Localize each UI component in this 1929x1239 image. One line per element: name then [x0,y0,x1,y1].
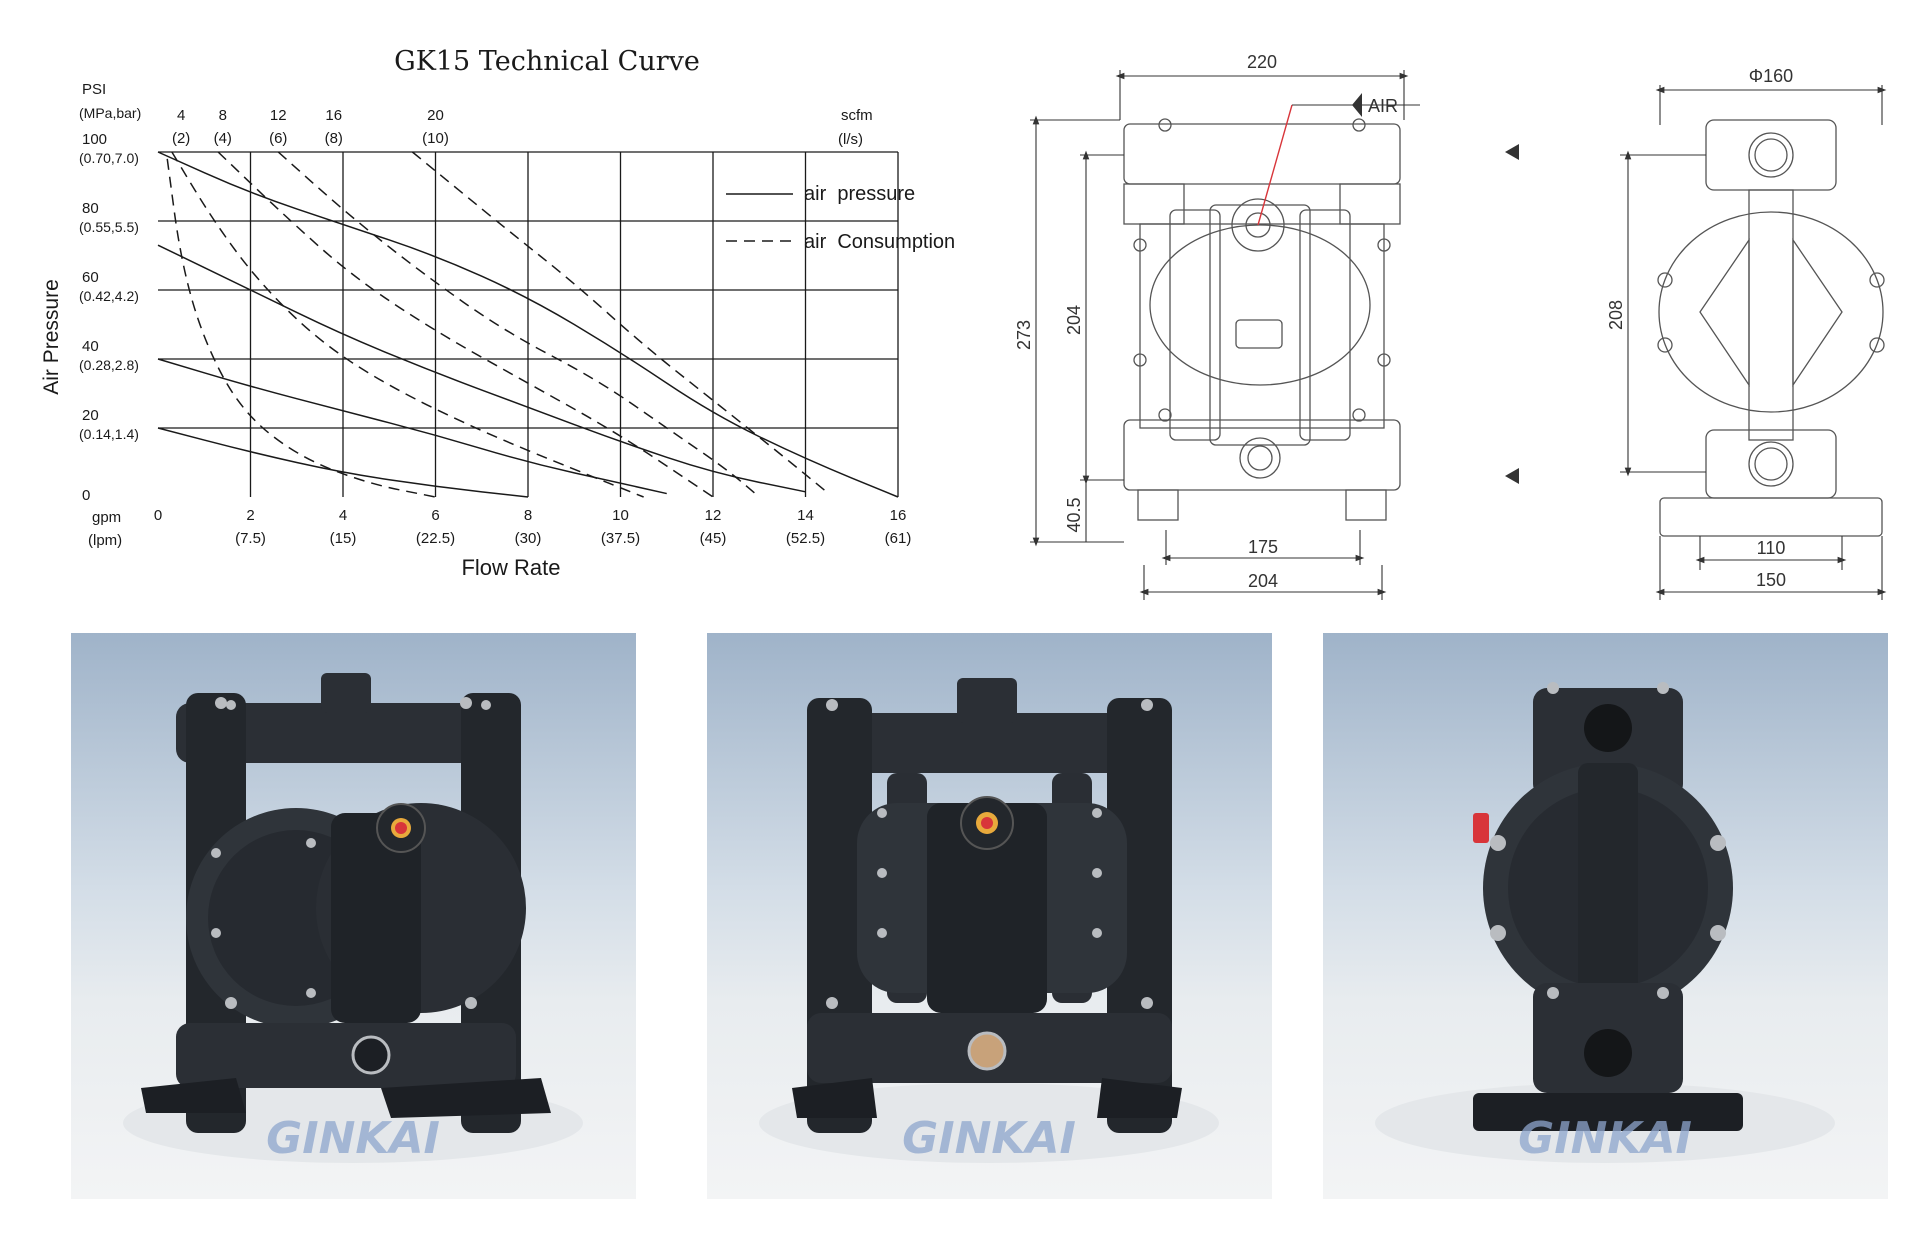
brand-watermark: GINKAI [266,1113,440,1164]
air-label: AIR [1368,96,1398,116]
x-tick-label: 12 [705,507,722,524]
air-consumption-curve [171,151,644,498]
top-tick-label: 12 [270,107,287,124]
x-tick-label: 4 [339,507,347,524]
y-axis-label: Air Pressure [40,279,63,395]
air-inlet-icon [1352,93,1362,117]
air-consumption-curve [411,151,830,495]
top-tick-label: 8 [219,107,227,124]
y-tick-label: 40 [82,338,99,355]
top-tick-sublabel: (8) [325,130,343,147]
x-tick-sublabel: (15) [330,530,357,547]
x-tick-label: 2 [246,507,254,524]
top-tick-sublabel: (2) [172,130,190,147]
dim-inner-height: 204 [1064,305,1084,335]
chart-series [157,151,899,498]
air-pressure-curve [157,151,899,498]
chart-legend: air pressure air Consumption [726,183,955,253]
front-view [1123,118,1401,521]
y-tick-sublabel: (0.70,7.0) [79,150,139,166]
top-tick-label: 20 [427,107,444,124]
legend-air-consumption: air Consumption [804,231,955,253]
dim-side-base-outer: 150 [1756,570,1786,590]
y-unit-sub: (MPa,bar) [79,105,141,121]
product-photo-front: GINKAI [707,633,1272,1199]
dim-foot-height: 40.5 [1064,497,1084,532]
dim-side-diameter: Φ160 [1749,66,1793,86]
x-unit-sub: (lpm) [88,532,122,549]
chart-grid [158,151,899,497]
pump-side [1473,682,1743,1131]
x-tick-label: 8 [524,507,532,524]
y-tick-labels: 0 20 (0.14,1.4) 40 (0.28,2.8) 60 (0.42,4.2) 80 (… [79,131,139,504]
air-consumption-curve [217,151,714,498]
air-pressure-curve [157,427,529,498]
pump-front [792,678,1182,1133]
technical-drawing: 220 273 204 40.5 175 204 AIR Φ160 208 11… [1014,52,1887,600]
brand-watermark: GINKAI [902,1113,1076,1164]
x-tick-sublabel: (7.5) [235,530,266,547]
chart-title: GK15 Technical Curve [394,46,700,77]
x-tick-sublabel: (52.5) [786,530,825,547]
x-tick-label: 16 [890,507,907,524]
top-tick-label: 4 [177,107,185,124]
top-tick-sublabel: (10) [422,130,449,147]
x-tick-label: 14 [797,507,814,524]
x-tick-labels: 0 2 (7.5) 4 (15) 6 (22.5) 8 (30) 10 (37.5) 12 (45) 14… [154,507,912,547]
brand-watermark: GINKAI [1518,1113,1692,1164]
y-tick-label: 20 [82,407,99,424]
x-tick-sublabel: (22.5) [416,530,455,547]
y-unit-top: PSI [82,81,106,98]
x-tick-sublabel: (30) [515,530,542,547]
top-unit-sub: (l/s) [838,131,863,148]
top-unit: scfm [841,107,873,124]
technical-curve-chart: GK15 Technical Curve PSI (MPa,bar) scfm … [40,46,955,580]
dim-side-base-inner: 110 [1757,538,1786,558]
top-tick-labels: 4 (2) 8 (4) 12 (6) 16 (8) 20 (10) [172,107,449,147]
y-tick-sublabel: (0.28,2.8) [79,357,139,373]
x-tick-label: 0 [154,507,162,524]
y-tick-label: 100 [82,131,107,148]
y-tick-label: 60 [82,269,99,286]
pump-angled [141,673,551,1133]
air-pressure-curve [157,358,667,495]
x-tick-sublabel: (45) [700,530,727,547]
dim-top-width: 220 [1247,52,1277,72]
top-tick-sublabel: (6) [269,130,287,147]
y-tick-sublabel: (0.14,1.4) [79,426,139,442]
dim-base-inner: 175 [1248,537,1278,557]
y-tick-label: 0 [82,487,90,504]
x-unit-top: gpm [92,509,121,526]
x-tick-label: 10 [612,507,629,524]
y-tick-label: 80 [82,200,99,217]
product-photo-side: GINKAI [1323,633,1888,1199]
x-tick-label: 6 [431,507,439,524]
dim-side-height: 273 [1014,320,1034,350]
dim-base-outer: 204 [1248,571,1278,591]
air-pressure-curve [157,244,806,493]
y-tick-sublabel: (0.42,4.2) [79,288,139,304]
top-tick-label: 16 [325,107,342,124]
outlet-arrow-icon [1505,144,1519,160]
air-consumption-curve [277,151,760,498]
dim-side-height2: 208 [1606,300,1626,330]
side-view [1657,119,1885,537]
y-tick-sublabel: (0.55,5.5) [79,219,139,235]
x-axis-label: Flow Rate [461,555,560,580]
top-tick-sublabel: (4) [214,130,232,147]
legend-air-pressure: air pressure [804,183,915,205]
air-consumption-curve [166,158,436,498]
inlet-arrow-icon [1505,468,1519,484]
product-photo-angled: GINKAI [71,633,636,1199]
x-tick-sublabel: (37.5) [601,530,640,547]
x-tick-sublabel: (61) [885,530,912,547]
